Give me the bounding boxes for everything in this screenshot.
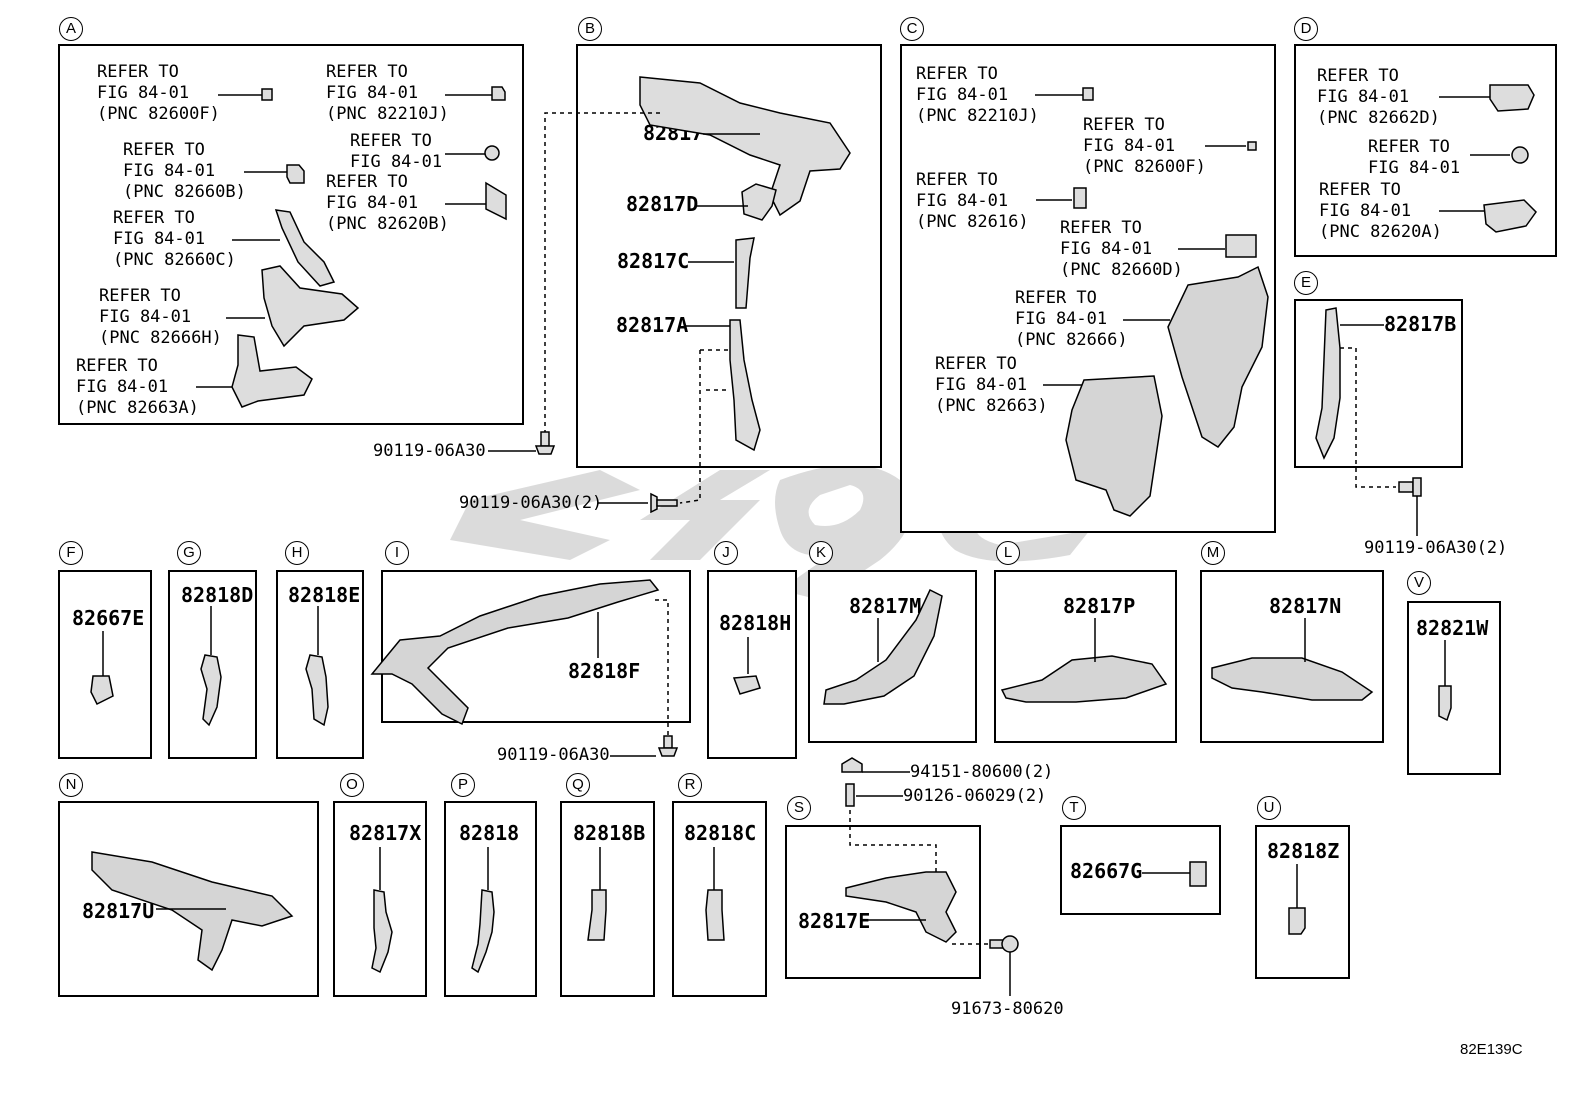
part-82818[interactable]: 82818 (459, 821, 520, 845)
diagram-code: 82E139C (1460, 1041, 1523, 1058)
section-v-box (1407, 601, 1501, 775)
section-label-e: E (1294, 271, 1318, 295)
section-label-s: S (787, 796, 811, 820)
part-82817x[interactable]: 82817X (349, 821, 422, 845)
part-82817c[interactable]: 82817C (617, 249, 690, 273)
part-82817p[interactable]: 82817P (1063, 594, 1136, 618)
part-82818e[interactable]: 82818E (288, 583, 361, 607)
section-label-j: J (714, 541, 738, 565)
section-label-b: B (578, 17, 602, 41)
part-82817u[interactable]: 82817U (82, 899, 155, 923)
part-82818z[interactable]: 82818Z (1267, 839, 1340, 863)
fastener-90119-06a30-2-e[interactable]: 90119-06A30(2) (1364, 538, 1508, 558)
part-82817m[interactable]: 82817M (849, 594, 922, 618)
section-e-box (1294, 299, 1463, 468)
section-label-k: K (809, 541, 833, 565)
section-label-d: D (1294, 17, 1318, 41)
section-label-m: M (1201, 541, 1225, 565)
section-label-l: L (996, 541, 1020, 565)
section-f-box (58, 570, 152, 759)
section-label-a: A (59, 17, 83, 41)
fastener-90119-06a30-i[interactable]: 90119-06A30 (497, 745, 610, 765)
part-82817e[interactable]: 82817E (798, 909, 871, 933)
section-label-v: V (1407, 571, 1431, 595)
fastener-90119-06a30-2-b[interactable]: 90119-06A30(2) (459, 493, 603, 513)
part-82818f[interactable]: 82818F (568, 659, 641, 683)
part-82821w[interactable]: 82821W (1416, 616, 1489, 640)
section-label-r: R (678, 773, 702, 797)
section-label-t: T (1062, 796, 1086, 820)
fastener-94151-80600[interactable]: 94151-80600(2) (910, 762, 1054, 782)
fastener-90119-06a30-b[interactable]: 90119-06A30 (373, 441, 486, 461)
fastener-91673-80620[interactable]: 91673-80620 (951, 999, 1064, 1019)
part-82818b[interactable]: 82818B (573, 821, 646, 845)
part-82818c[interactable]: 82818C (684, 821, 757, 845)
section-label-h: H (285, 541, 309, 565)
section-label-n: N (59, 773, 83, 797)
section-label-c: C (900, 17, 924, 41)
section-j-box (707, 570, 797, 759)
part-82817n[interactable]: 82817N (1269, 594, 1342, 618)
section-l-box (994, 570, 1177, 743)
section-k-box (808, 570, 977, 743)
section-q-box (560, 801, 655, 997)
part-82818d[interactable]: 82818D (181, 583, 254, 607)
part-82817d[interactable]: 82817D (626, 192, 699, 216)
section-label-u: U (1257, 796, 1281, 820)
part-82818h[interactable]: 82818H (719, 611, 792, 635)
section-label-g: G (177, 541, 201, 565)
section-label-i: I (385, 541, 409, 565)
part-82817b[interactable]: 82817B (1384, 312, 1457, 336)
fastener-90126-06029[interactable]: 90126-06029(2) (903, 786, 1047, 806)
section-label-o: O (340, 773, 364, 797)
part-82817a[interactable]: 82817A (616, 313, 689, 337)
part-82667g[interactable]: 82667G (1070, 859, 1143, 883)
section-label-q: Q (566, 773, 590, 797)
part-82667e[interactable]: 82667E (72, 606, 145, 630)
section-label-p: P (451, 773, 475, 797)
section-u-box (1255, 825, 1350, 979)
section-m-box (1200, 570, 1384, 743)
section-label-f: F (59, 541, 83, 565)
